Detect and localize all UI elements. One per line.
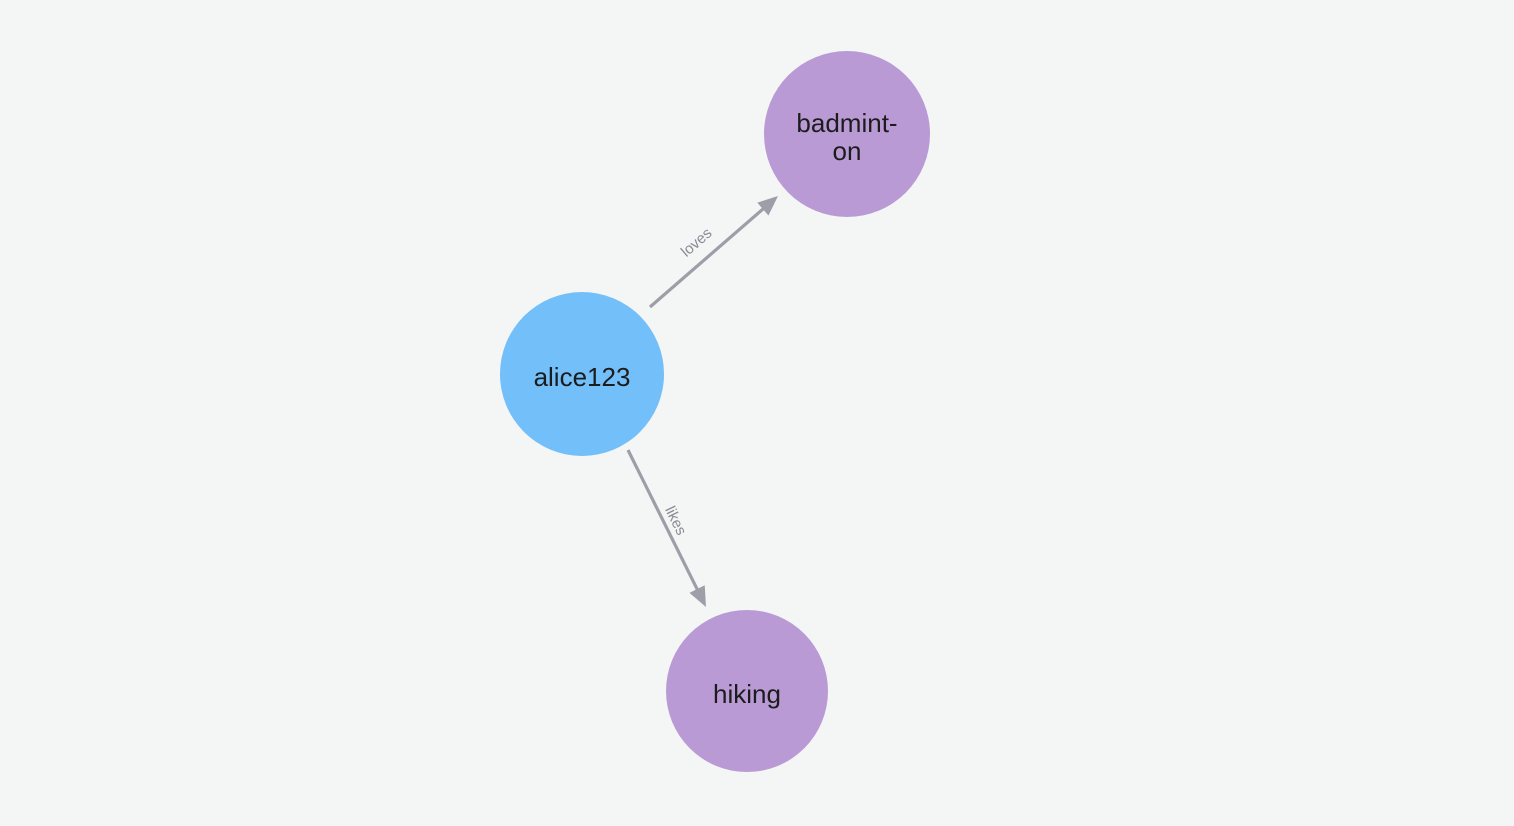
edge-line-loves[interactable] <box>648 205 767 309</box>
node-circle-alice123[interactable] <box>500 292 664 456</box>
edge-label-likes: likes <box>661 504 689 538</box>
edge-arrowhead-likes <box>689 585 706 607</box>
node-badminton[interactable]: badmint- on <box>764 51 930 217</box>
edge-alice123-loves-badminton[interactable]: loves <box>648 196 778 309</box>
edge-group: loves likes <box>626 196 778 607</box>
node-alice123[interactable]: alice123 <box>500 292 664 456</box>
edge-alice123-likes-hiking[interactable]: likes <box>626 449 706 607</box>
node-circle-badminton[interactable] <box>764 51 930 217</box>
node-group: badmint- on alice123 hiking <box>500 51 930 772</box>
edge-arrowhead-loves <box>757 196 778 216</box>
edge-line-likes[interactable] <box>626 449 701 594</box>
node-hiking[interactable]: hiking <box>666 610 828 772</box>
node-circle-hiking[interactable] <box>666 610 828 772</box>
